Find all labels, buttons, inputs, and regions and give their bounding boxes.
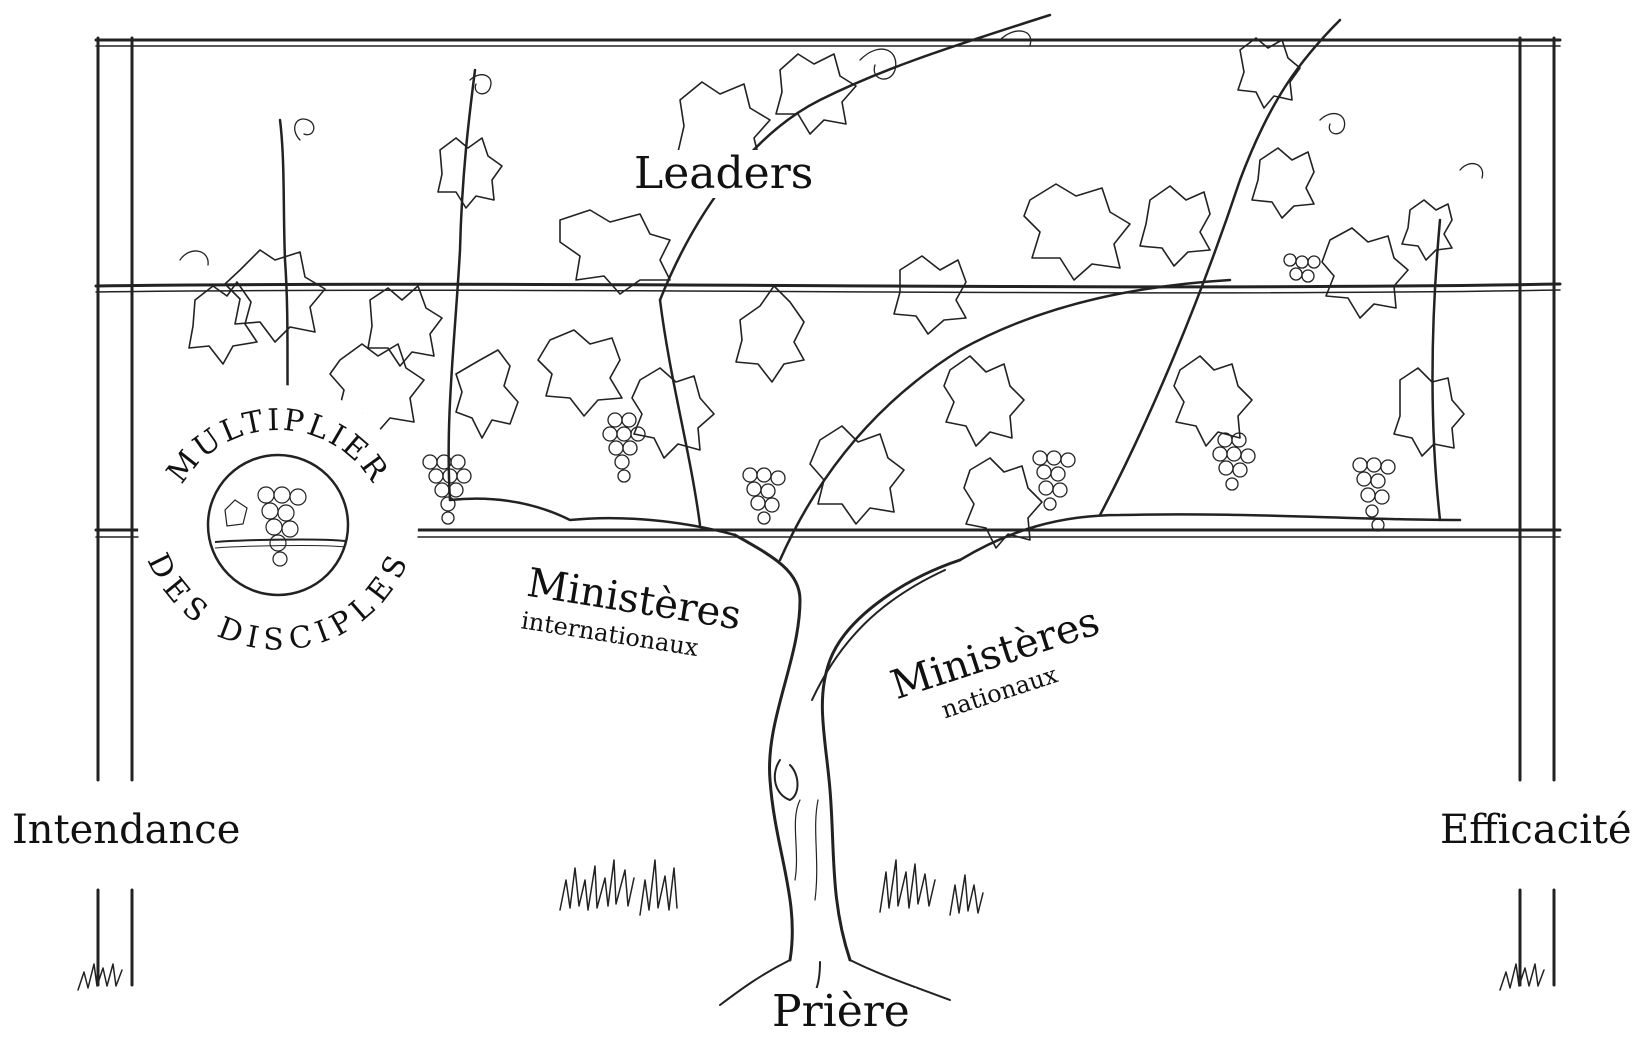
grass — [77, 859, 1545, 991]
leaves — [188, 37, 1465, 549]
badge-grape-icon — [214, 486, 346, 567]
tendrils — [179, 30, 1484, 266]
label-leaders: Leaders — [628, 150, 820, 198]
label-intendance: Intendance — [12, 807, 241, 853]
trunk — [719, 533, 962, 1011]
label-efficacite: Efficacité — [1440, 807, 1632, 853]
multiplier-badge: MULTIPLIER DES DISCIPLES — [138, 385, 418, 665]
grape-clusters — [422, 253, 1396, 532]
label-priere: Prière — [766, 988, 916, 1036]
left-post — [96, 36, 134, 987]
right-post — [1518, 36, 1556, 987]
